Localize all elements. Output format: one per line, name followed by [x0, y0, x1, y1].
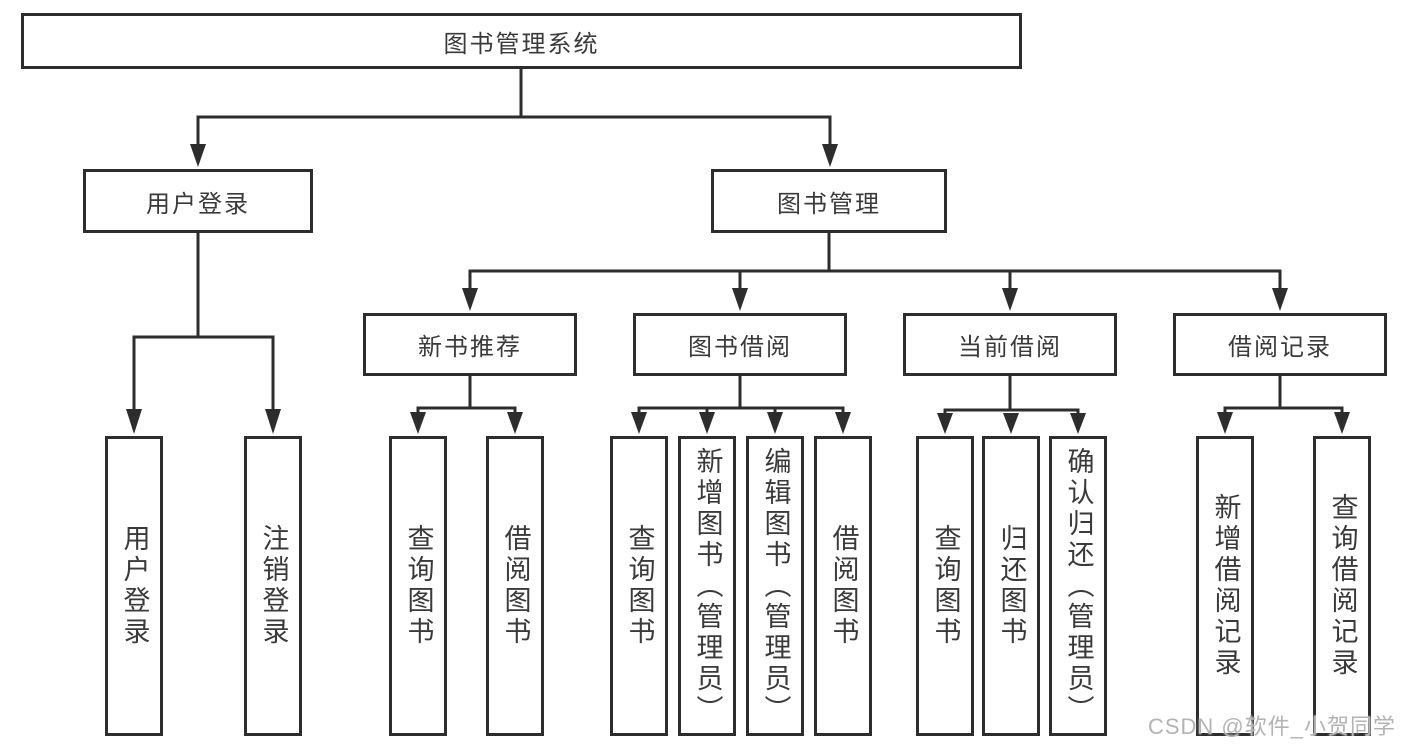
leaf-user-login: 用户登录 — [105, 436, 163, 736]
node-library-management-system: 图书管理系统 — [21, 13, 1022, 69]
arrow-down-icon — [631, 412, 647, 434]
csdn-watermark: CSDN @软件_小贺同学 — [1147, 714, 1396, 739]
arrow-down-icon — [1334, 412, 1350, 434]
arrow-down-icon — [767, 412, 783, 434]
leaf-borrow-books: 借阅图书 — [814, 436, 872, 736]
node-user-login: 用户登录 — [83, 169, 313, 233]
leaf-query-books: 查询图书 — [610, 436, 668, 736]
arrow-down-icon — [1003, 413, 1019, 434]
leaf-query-books: 查询图书 — [916, 436, 974, 736]
leaf-add-books-admin: 新增图书（管理员） — [678, 436, 736, 736]
arrow-down-icon — [126, 409, 142, 434]
arrow-down-icon — [822, 144, 838, 167]
arrow-down-icon — [937, 413, 953, 434]
arrow-down-icon — [1070, 413, 1086, 434]
leaf-query-books: 查询图书 — [389, 436, 447, 736]
arrow-down-icon — [1002, 288, 1018, 311]
leaf-borrow-books: 借阅图书 — [486, 436, 544, 736]
arrow-down-icon — [1217, 412, 1233, 434]
leaf-confirm-return-admin: 确认归还（管理员） — [1049, 436, 1107, 736]
node-borrowing-records: 借阅记录 — [1173, 313, 1387, 376]
leaf-query-borrow-record: 查询借阅记录 — [1313, 436, 1371, 736]
leaf-edit-books-admin: 编辑图书（管理员） — [746, 436, 804, 736]
arrow-down-icon — [190, 144, 206, 167]
leaf-add-borrow-record: 新增借阅记录 — [1196, 436, 1254, 736]
arrow-down-icon — [732, 288, 748, 311]
node-current-borrowing: 当前借阅 — [903, 313, 1117, 376]
arrow-down-icon — [699, 412, 715, 434]
arrow-down-icon — [1272, 288, 1288, 311]
node-new-book-recommendation: 新书推荐 — [363, 313, 577, 376]
node-book-borrowing: 图书借阅 — [633, 313, 847, 376]
arrow-down-icon — [410, 412, 426, 434]
leaf-logout: 注销登录 — [244, 436, 302, 736]
leaf-return-books: 归还图书 — [982, 436, 1040, 736]
arrow-down-icon — [462, 288, 478, 311]
arrow-down-icon — [835, 412, 851, 434]
arrow-down-icon — [507, 412, 523, 434]
node-book-management: 图书管理 — [711, 169, 947, 233]
arrow-down-icon — [265, 409, 281, 434]
